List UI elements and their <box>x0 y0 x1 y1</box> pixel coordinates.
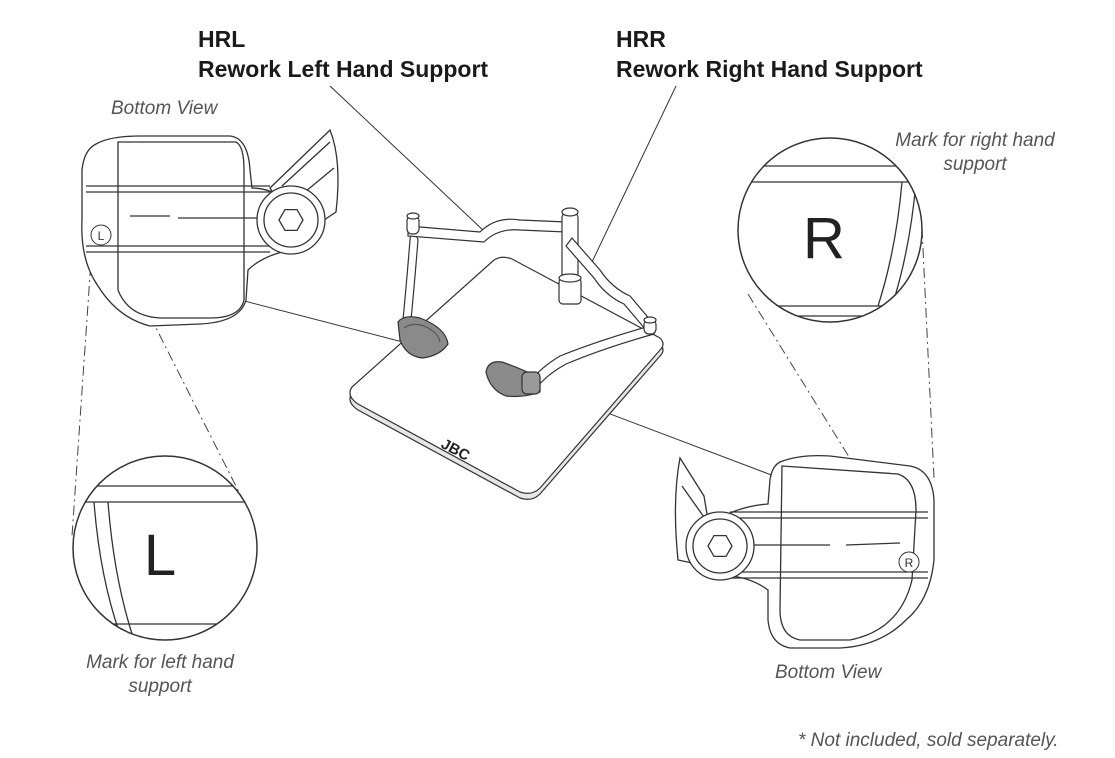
right-mark-caption-line2: support <box>943 154 1007 175</box>
footnote: * Not included, sold separately. <box>798 730 1059 751</box>
right-bottom-view-caption: Bottom View <box>775 662 882 683</box>
left-detail-circle <box>72 455 258 641</box>
left-mark-letter: L <box>144 523 176 588</box>
left-small-mark: L <box>98 229 105 243</box>
left-mark-caption: Mark for left hand support <box>60 651 260 699</box>
hrl-name: Rework Left Hand Support <box>198 56 489 82</box>
hrl-code: HRL <box>198 26 246 52</box>
right-mark-letter: R <box>803 206 845 271</box>
left-bottom-view <box>81 128 339 327</box>
right-mark-caption-line1: Mark for right hand <box>895 130 1055 151</box>
right-bottom-view <box>674 454 935 649</box>
left-mark-caption-line2: support <box>128 676 192 697</box>
left-bottom-view-caption: Bottom View <box>111 98 218 119</box>
hrr-name: Rework Right Hand Support <box>616 56 923 82</box>
right-mark-caption: Mark for right hand support <box>870 129 1080 177</box>
left-mark-caption-line1: Mark for left hand <box>86 652 234 673</box>
projection-lines <box>71 227 935 553</box>
hrr-code: HRR <box>616 26 666 52</box>
center-product <box>349 207 664 500</box>
right-small-mark: R <box>905 556 914 570</box>
